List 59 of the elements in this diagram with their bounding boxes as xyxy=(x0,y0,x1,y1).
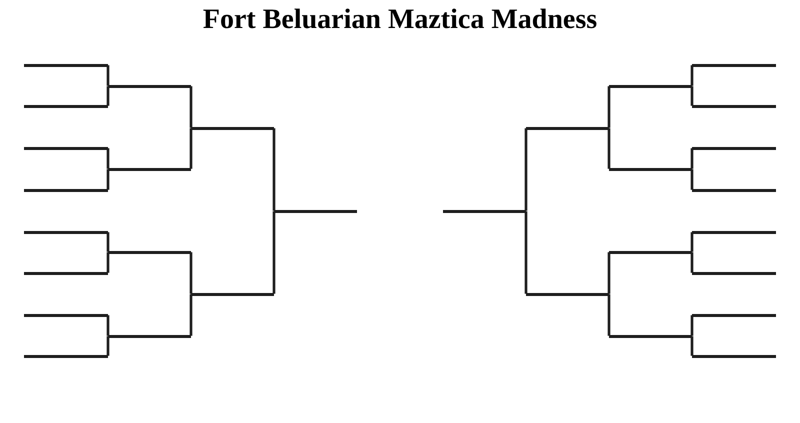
bracket-connector xyxy=(106,169,110,190)
name-slot-line xyxy=(609,250,692,254)
bracket-connector xyxy=(190,294,192,336)
name-slot-line xyxy=(692,146,776,150)
bracket-connector xyxy=(106,252,110,273)
bracket-connector xyxy=(690,86,694,106)
bracket-connector xyxy=(190,86,192,128)
bracket-connector xyxy=(272,211,276,294)
name-slot-line xyxy=(692,230,776,234)
name-slot-line xyxy=(526,292,609,296)
name-slot-line xyxy=(191,126,274,130)
name-slot-line xyxy=(692,64,776,66)
bracket-connector xyxy=(106,315,110,336)
name-slot-line xyxy=(108,334,191,338)
name-slot-line xyxy=(609,168,692,170)
name-slot-line xyxy=(692,354,776,358)
bracket-connector xyxy=(690,232,694,252)
bracket-connector xyxy=(608,86,610,128)
bracket-connector xyxy=(106,148,110,169)
name-slot-line xyxy=(24,272,108,274)
bracket-connector xyxy=(608,252,610,294)
name-slot-line xyxy=(108,84,191,88)
name-slot-line xyxy=(24,354,108,358)
name-slot-line xyxy=(24,104,108,108)
bracket-connector xyxy=(272,128,276,211)
name-slot-line xyxy=(692,104,776,108)
name-slot-line xyxy=(609,334,692,338)
name-slot-line xyxy=(692,272,776,274)
bracket-connector xyxy=(690,336,694,356)
bracket-connector xyxy=(608,128,610,169)
name-slot-line xyxy=(24,146,108,150)
bracket-connector xyxy=(106,336,110,356)
bracket-connector xyxy=(690,315,694,336)
name-slot-line xyxy=(108,250,191,254)
bracket-connector xyxy=(524,211,528,294)
name-slot-line xyxy=(191,292,274,296)
bracket-connector xyxy=(690,169,694,190)
name-slot-line xyxy=(692,188,776,192)
name-slot-line xyxy=(24,230,108,234)
bracket-connector xyxy=(190,252,192,294)
name-slot-line xyxy=(609,84,692,88)
name-slot-line xyxy=(526,126,609,130)
bracket-connector xyxy=(690,252,694,273)
bracket-connector xyxy=(690,65,694,86)
bracket-connector xyxy=(106,65,110,86)
name-slot-line xyxy=(692,314,776,316)
name-slot-line xyxy=(274,210,357,212)
bracket-connector xyxy=(524,128,528,211)
bracket-connector xyxy=(690,148,694,169)
bracket-connector xyxy=(608,294,610,336)
name-slot-line xyxy=(24,314,108,316)
name-slot-line xyxy=(108,168,191,170)
bracket-connector xyxy=(106,86,110,106)
bracket-title: Fort Beluarian Maztica Madness xyxy=(202,3,598,37)
bracket-connector xyxy=(190,128,192,169)
name-slot-line xyxy=(24,64,108,66)
name-slot-line xyxy=(443,210,526,212)
bracket-connector xyxy=(106,232,110,252)
name-slot-line xyxy=(24,188,108,192)
